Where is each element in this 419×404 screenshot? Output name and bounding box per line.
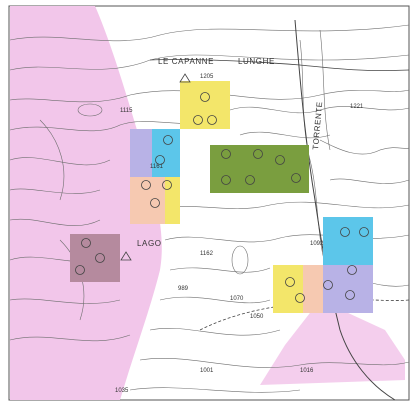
elevation-label: 1205 — [200, 74, 214, 80]
circle-marker-icon — [275, 155, 285, 165]
circle-marker-icon — [221, 175, 231, 185]
circle-marker-icon — [340, 227, 350, 237]
circle-marker-icon — [200, 92, 210, 102]
circle-marker-icon — [253, 149, 263, 159]
circle-marker-icon — [155, 155, 165, 165]
elevation-label: 1115 — [120, 108, 133, 114]
triangle-marker-icon — [120, 251, 132, 261]
zone-green[interactable] — [210, 145, 309, 193]
zone-yellow-mid[interactable] — [165, 177, 180, 224]
triangle-marker-icon — [179, 73, 191, 83]
river-line — [294, 19, 396, 401]
zone-purple-left[interactable] — [130, 129, 152, 177]
zone-mauve[interactable] — [70, 234, 120, 282]
elevation-label: 1035 — [115, 388, 129, 394]
place-label-torrente: TORRENTE — [311, 101, 324, 150]
circle-marker-icon — [285, 277, 295, 287]
place-label-lago: LAGO — [137, 239, 162, 248]
circle-marker-icon — [95, 253, 105, 263]
circle-marker-icon — [295, 293, 305, 303]
elevation-label: 1162 — [200, 251, 214, 257]
circle-marker-icon — [163, 135, 173, 145]
elevation-label: 1070 — [230, 296, 244, 302]
circle-marker-icon — [345, 290, 355, 300]
circle-marker-icon — [207, 115, 217, 125]
elevation-label: 989 — [178, 286, 189, 292]
pink-zone — [10, 6, 162, 400]
circle-marker-icon — [359, 227, 369, 237]
zone-yellow-top[interactable] — [180, 81, 230, 129]
circle-marker-icon — [221, 149, 231, 159]
elevation-label: 1016 — [300, 368, 314, 374]
circle-marker-icon — [291, 173, 301, 183]
circle-marker-icon — [323, 280, 333, 290]
elevation-label: 1001 — [200, 368, 214, 374]
circle-marker-icon — [150, 198, 160, 208]
circle-marker-icon — [141, 180, 151, 190]
road-line — [149, 59, 410, 71]
pink-wedge-zone — [260, 300, 405, 385]
survey-point-icons — [120, 73, 191, 261]
elevation-label: 1050 — [250, 314, 264, 320]
circle-marker-icon — [81, 238, 91, 248]
circle-marker-icon — [162, 180, 172, 190]
zone-purple-right[interactable] — [323, 265, 373, 313]
circle-marker-icon — [75, 265, 85, 275]
contour-lines — [9, 24, 410, 393]
circle-marker-icon — [193, 115, 203, 125]
place-label-le-capanne: LE CAPANNE — [158, 57, 214, 66]
circle-markers — [75, 92, 369, 303]
elevation-label: 1092 — [310, 241, 324, 247]
circle-marker-icon — [245, 175, 255, 185]
circle-marker-icon — [347, 265, 357, 275]
zone-blue-right[interactable] — [323, 217, 373, 265]
elevation-label: 1221 — [350, 104, 364, 110]
elevation-label: 1161 — [150, 164, 164, 170]
zone-peach-right[interactable] — [303, 265, 323, 313]
place-label-lunghe: LUNGHE — [238, 57, 275, 66]
